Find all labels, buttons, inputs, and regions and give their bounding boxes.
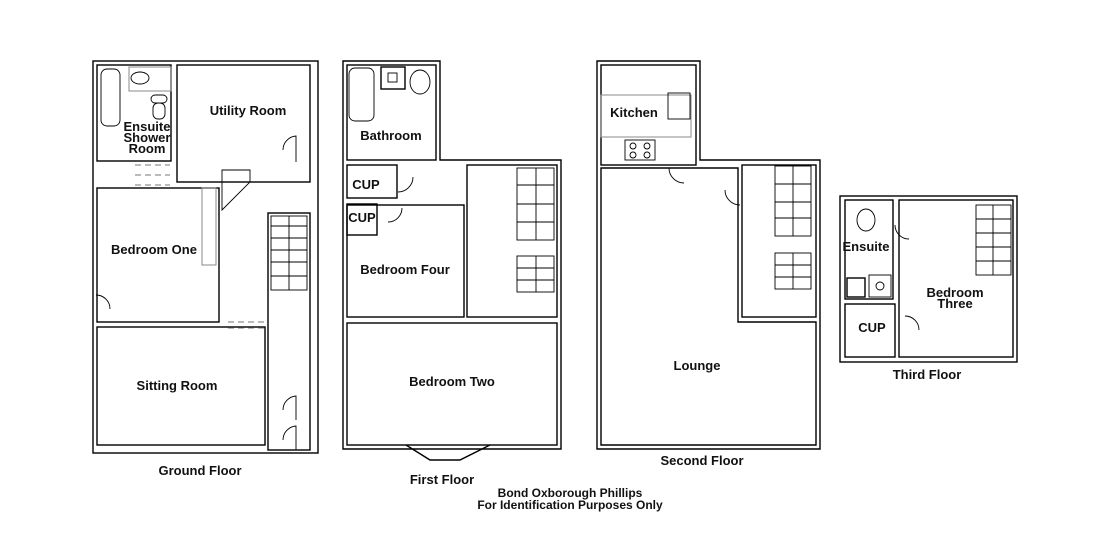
room-label-bedroom: Bedroom	[926, 285, 983, 300]
ensuite	[844, 199, 894, 300]
cupboard	[844, 303, 896, 358]
shower-icon	[846, 277, 866, 298]
room-label-sitting-room: Sitting Room	[137, 378, 218, 393]
room-label-ensuite: Ensuite	[843, 239, 890, 254]
worktop	[600, 94, 692, 138]
staircase-icon	[516, 167, 555, 293]
room-label-cupboard: CUP	[352, 177, 380, 192]
hob-icon	[624, 139, 656, 161]
ground-floor-plan: Ensuite Shower Room Utility Room Bedroom…	[92, 60, 319, 478]
floor-title-third: Third Floor	[893, 367, 962, 382]
room-label-shower: Shower	[124, 130, 171, 145]
floor-title-ground: Ground Floor	[158, 463, 241, 478]
staircase-icon	[975, 204, 1012, 276]
toilet-icon	[409, 69, 431, 95]
third-floor-plan: Ensuite Bedroom Three CUP Third Floor	[839, 195, 1018, 382]
hallway	[267, 212, 311, 451]
door-icon	[894, 224, 910, 240]
toilet-icon	[150, 94, 168, 104]
room-label-ensuite: Ensuite	[124, 119, 171, 134]
room-label-kitchen: Kitchen	[610, 105, 658, 120]
agent-name: Bond Oxborough Phillips	[498, 486, 643, 500]
floor-title-second: Second Floor	[660, 453, 743, 468]
door-icon	[282, 135, 297, 162]
bedroom-one	[96, 187, 220, 323]
room-label-lounge: Lounge	[674, 358, 721, 373]
basin-icon	[868, 274, 892, 298]
bath-icon	[348, 67, 375, 122]
door-icon	[397, 176, 414, 193]
cupboard-1	[346, 164, 398, 199]
door-icon	[95, 294, 111, 310]
bedroom-four	[346, 204, 465, 318]
toilet-icon	[856, 208, 876, 232]
sitting-room	[96, 326, 266, 446]
bedroom-two	[346, 322, 558, 446]
bay-window	[405, 444, 491, 461]
door-icon	[904, 315, 920, 331]
basin-icon	[380, 66, 406, 90]
landing	[741, 164, 817, 318]
ensuite-shower-room	[96, 64, 172, 162]
room-label-three: Three	[937, 296, 972, 311]
door-icon	[282, 395, 297, 420]
door-icon	[387, 207, 403, 223]
room-label-utility: Utility Room	[210, 103, 287, 118]
stair-void	[221, 169, 251, 212]
room-label-bedroom-four: Bedroom Four	[360, 262, 450, 277]
basin-icon	[128, 66, 172, 92]
lounge	[600, 167, 817, 446]
room-label-cupboard: CUP	[348, 210, 376, 225]
room-label-bedroom-one: Bedroom One	[111, 242, 197, 257]
wardrobe-icon	[201, 187, 217, 266]
floor-title-first: First Floor	[410, 472, 474, 487]
room-label-bathroom: Bathroom	[360, 128, 421, 143]
sink-icon	[667, 92, 691, 120]
room-label-bedroom-two: Bedroom Two	[409, 374, 495, 389]
bedroom-three	[898, 199, 1014, 358]
door-icon	[282, 425, 297, 450]
door-icon	[724, 189, 741, 206]
staircase-icon	[270, 215, 308, 291]
first-floor-plan: Bathroom CUP CUP Bedroom Four Bedroom Tw…	[342, 60, 562, 487]
bathroom	[346, 64, 437, 161]
second-floor-plan: Kitchen Lounge Second Floor	[596, 60, 821, 468]
room-label-room: Room	[129, 141, 166, 156]
staircase-icon	[774, 165, 812, 290]
door-icon	[668, 167, 685, 184]
disclaimer: For Identification Purposes Only	[477, 498, 663, 512]
landing	[466, 164, 558, 318]
bath-icon	[100, 68, 121, 127]
utility-room	[176, 64, 311, 183]
room-label-cupboard: CUP	[858, 320, 886, 335]
